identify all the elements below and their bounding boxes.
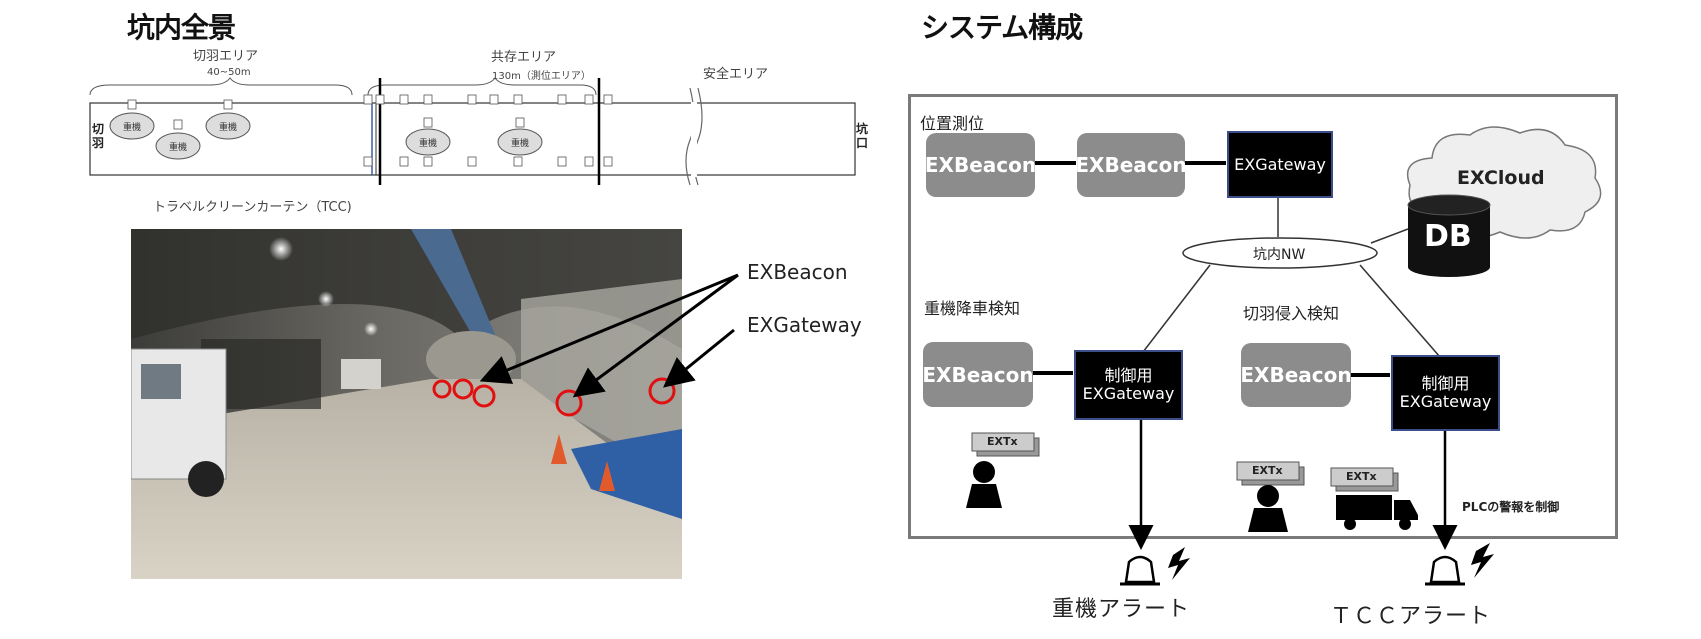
network-node bbox=[1182, 237, 1378, 269]
control-gateway-line1: 制御用 bbox=[1421, 374, 1470, 394]
db-label: DB bbox=[1424, 219, 1472, 254]
cloud-label: EXCloud bbox=[1457, 167, 1545, 189]
section-machine-label: 重機降車検知 bbox=[924, 299, 1021, 318]
control-gateway-line2: EXGateway bbox=[1082, 384, 1175, 403]
gateway-marker bbox=[648, 377, 676, 405]
plc-note: PLCの警報を制御 bbox=[1462, 500, 1560, 514]
machine-icon: 重機 bbox=[497, 128, 543, 156]
face-area-range: 40~50m bbox=[207, 67, 251, 78]
callout-beacon-label: EXBeacon bbox=[747, 260, 848, 284]
worker-icon bbox=[966, 432, 1040, 508]
machine-icon: 重機 bbox=[109, 112, 155, 140]
svg-text:重機: 重機 bbox=[169, 141, 187, 153]
database-icon bbox=[1407, 194, 1491, 277]
callout-gateway-label: EXGateway bbox=[747, 313, 862, 337]
tag-label: EXTx bbox=[1252, 464, 1283, 477]
beacon-marker bbox=[472, 384, 496, 408]
alert-lamp-icon bbox=[1120, 547, 1190, 586]
svg-text:重機: 重機 bbox=[511, 137, 529, 149]
control-gateway-line2: EXGateway bbox=[1399, 392, 1492, 411]
control-gateway-node: 制御用 EXGateway bbox=[1391, 355, 1500, 431]
shared-area-range: 130m（測位エリア） bbox=[492, 71, 591, 82]
tunnel-photo bbox=[131, 229, 682, 579]
alert-lamp-icon bbox=[1425, 543, 1494, 586]
machine-icon: 重機 bbox=[405, 128, 451, 156]
section-face-label: 切羽侵入検知 bbox=[1243, 304, 1340, 323]
system-frame bbox=[908, 94, 1618, 539]
tunnel-schematic: 重機 重機 重機 重機 重機 bbox=[89, 77, 856, 186]
beacon-marker bbox=[555, 389, 583, 417]
machine-icon: 重機 bbox=[155, 132, 201, 160]
svg-text:重機: 重機 bbox=[419, 137, 437, 149]
control-gateway-line1: 制御用 bbox=[1104, 366, 1153, 386]
left-title: 坑内全景 bbox=[127, 11, 236, 44]
beacon-node: EXBeacon bbox=[922, 342, 1034, 407]
tag-label: EXTx bbox=[1346, 470, 1377, 483]
tcc-label: トラベルクリーンカーテン（TCC) bbox=[153, 200, 352, 215]
callout-arrows bbox=[479, 273, 739, 398]
truck-icon bbox=[1330, 467, 1418, 530]
svg-text:重機: 重機 bbox=[123, 121, 141, 133]
svg-text:重機: 重機 bbox=[219, 121, 237, 133]
portal-label: 坑 口 bbox=[856, 122, 869, 151]
gateway-node: EXGateway bbox=[1227, 131, 1333, 198]
machine-alert-label: 重機アラート bbox=[1052, 597, 1191, 622]
tcc-alert-label: ＴＣＣアラート bbox=[1330, 604, 1492, 629]
control-gateway-node: 制御用 EXGateway bbox=[1074, 350, 1183, 420]
tag-label: EXTx bbox=[987, 435, 1018, 448]
beacon-marker bbox=[452, 378, 474, 400]
right-title: システム構成 bbox=[921, 11, 1083, 44]
section-position-label: 位置測位 bbox=[920, 114, 985, 133]
worker-icon bbox=[1236, 461, 1305, 532]
shared-area-label: 共存エリア bbox=[491, 50, 557, 65]
beacon-node: EXBeacon bbox=[1240, 343, 1352, 407]
beacon-marker bbox=[432, 379, 452, 399]
network-label: 坑内NW bbox=[1253, 247, 1306, 263]
face-area-label: 切羽エリア bbox=[193, 49, 259, 64]
beacon-node: EXBeacon bbox=[1075, 133, 1187, 197]
machine-icon: 重機 bbox=[205, 112, 251, 140]
beacon-node: EXBeacon bbox=[925, 133, 1036, 197]
gateway-label: EXGateway bbox=[1234, 154, 1326, 174]
safe-area-label: 安全エリア bbox=[703, 67, 769, 82]
face-label: 切 羽 bbox=[92, 122, 105, 151]
